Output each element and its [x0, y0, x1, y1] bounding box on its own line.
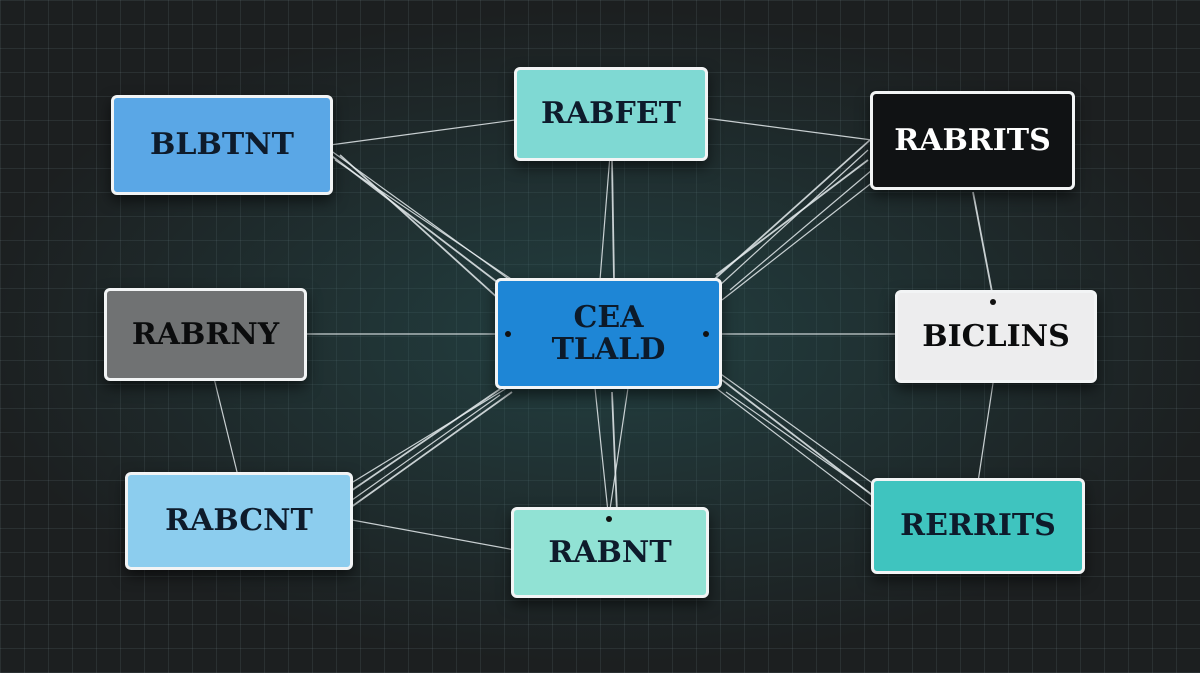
node-rabrits[interactable]: RABRITS: [870, 91, 1075, 190]
center-node-label: CEA TLALD: [552, 302, 666, 365]
connector-line: [725, 391, 881, 501]
connector-line: [719, 149, 869, 286]
connector-line: [611, 391, 618, 513]
connector-line: [347, 379, 521, 486]
connector-port-dot: [606, 516, 612, 522]
connector-line: [344, 384, 507, 496]
node-center-cea-tlald[interactable]: CEA TLALD: [495, 278, 722, 389]
node-rabnt[interactable]: RABNT: [511, 507, 709, 598]
connector-line: [611, 159, 615, 281]
connector-line: [339, 391, 513, 516]
connector-line: [977, 369, 996, 483]
connector-line: [721, 177, 879, 301]
connector-line: [594, 387, 609, 513]
connector-line: [707, 139, 871, 286]
node-rerrits[interactable]: RERRITS: [871, 478, 1085, 574]
connector-line: [608, 387, 629, 517]
connector-line: [351, 519, 516, 551]
connector-line: [329, 119, 516, 146]
connector-line: [972, 191, 993, 293]
node-label: RABNT: [548, 534, 672, 570]
connector-line: [717, 371, 876, 486]
connector-line: [729, 169, 873, 291]
node-label: RERRITS: [900, 508, 1056, 544]
connector-port-dot: [505, 331, 511, 337]
node-label: RABRITS: [894, 122, 1051, 158]
connector-port-dot: [990, 299, 996, 305]
connector-line: [721, 379, 873, 496]
node-biclins[interactable]: BICLINS: [895, 290, 1097, 383]
node-label: BLBTNT: [150, 127, 294, 163]
connector-line: [704, 117, 873, 141]
connector-line: [351, 394, 501, 501]
center-label-line-1: CEA: [573, 300, 644, 335]
node-rabfet[interactable]: RABFET: [514, 67, 708, 161]
center-label-line-2: TLALD: [551, 331, 666, 367]
node-label: RABFET: [540, 96, 682, 132]
connector-line: [599, 154, 611, 281]
connector-line: [334, 159, 521, 286]
node-rabcnt[interactable]: RABCNT: [125, 472, 353, 570]
node-label: RABRNY: [131, 316, 280, 352]
connector-port-dot: [703, 331, 709, 337]
connector-line: [711, 384, 877, 511]
connector-line: [211, 369, 239, 477]
node-label: RABCNT: [165, 503, 313, 539]
connector-line: [339, 154, 501, 301]
node-label: BICLINS: [922, 318, 1070, 354]
node-blbtnt[interactable]: BLBTNT: [111, 95, 333, 195]
node-rabrny[interactable]: RABRNY: [104, 288, 307, 381]
